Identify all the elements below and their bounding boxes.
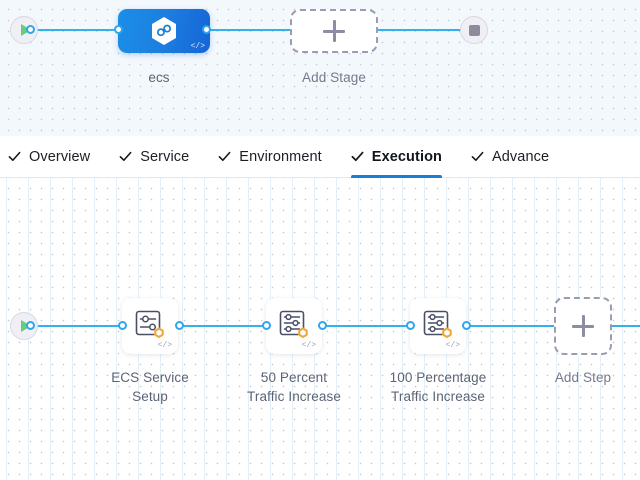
play-icon: [20, 320, 31, 332]
check-icon: [119, 150, 132, 163]
step-2-output-port[interactable]: [318, 321, 327, 330]
stage-ecs-input-port[interactable]: [114, 25, 123, 34]
step-code-glyph: </>: [157, 341, 172, 350]
step-3-label-line2: Traffic Increase: [391, 389, 485, 404]
step-node-100-percentage-traffic-increase[interactable]: </>: [410, 298, 466, 354]
step-2-label-line2: Traffic Increase: [247, 389, 341, 404]
stage-edge-ecs-to-addstage: [206, 29, 302, 31]
add-stage-label: Add Stage: [302, 70, 366, 85]
add-stage-button[interactable]: [290, 9, 378, 53]
tab-overview-label: Overview: [29, 148, 91, 165]
stage-edge-start-to-ecs: [30, 29, 122, 31]
tab-advanced-label: Advance: [492, 148, 550, 165]
step-edge-1-to-2: [179, 325, 264, 327]
tab-environment-label: Environment: [239, 148, 322, 165]
step-3-label-line1: 100 Percentage: [389, 370, 487, 385]
stage-config-tabs: Overview Service Environment Execution: [0, 136, 640, 178]
tab-advanced[interactable]: Advance: [471, 136, 568, 177]
check-icon: [218, 150, 231, 163]
stage-code-glyph: </>: [190, 42, 205, 51]
stage-edge-addstage-to-end: [366, 29, 468, 31]
check-icon: [8, 150, 21, 163]
step-3-label: 100 Percentage Traffic Increase: [373, 368, 503, 406]
tab-active-indicator: [350, 175, 442, 178]
step-code-glyph: </>: [301, 341, 316, 350]
step-3-input-port[interactable]: [406, 321, 415, 330]
step-node-50-percent-traffic-increase[interactable]: </>: [266, 298, 322, 354]
tab-execution[interactable]: Execution: [350, 136, 461, 178]
execution-steps-canvas[interactable]: </> ECS Service Setup: [0, 178, 640, 480]
play-icon: [20, 24, 31, 36]
step-2-input-port[interactable]: [262, 321, 271, 330]
tab-service[interactable]: Service: [119, 136, 208, 177]
plus-icon: [572, 315, 594, 337]
stop-icon: [468, 24, 480, 36]
step-1-label: ECS Service Setup: [85, 368, 215, 406]
tab-overview[interactable]: Overview: [8, 136, 109, 177]
add-step-label: Add Step: [554, 370, 612, 385]
check-icon: [471, 150, 484, 163]
step-node-ecs-service-setup[interactable]: </>: [122, 298, 178, 354]
step-edge-2-to-3: [322, 325, 408, 327]
tab-execution-label: Execution: [371, 148, 442, 165]
stage-canvas[interactable]: </> ecs Add Stage: [0, 0, 640, 136]
step-code-glyph: </>: [445, 341, 460, 350]
step-2-label: 50 Percent Traffic Increase: [229, 368, 359, 406]
step-settings-icon: [277, 308, 311, 342]
step-2-label-line1: 50 Percent: [260, 370, 328, 385]
step-1-label-line2: Setup: [132, 389, 168, 404]
step-start-output-port[interactable]: [26, 321, 35, 330]
step-3-output-port[interactable]: [462, 321, 471, 330]
step-1-label-line1: ECS Service: [111, 370, 189, 385]
pipeline-end-node[interactable]: [460, 16, 488, 44]
step-edge-3-to-addstep: [466, 325, 640, 327]
tab-environment[interactable]: Environment: [218, 136, 341, 177]
plus-icon: [323, 20, 345, 42]
harness-hexagon-icon: [151, 16, 178, 46]
step-1-input-port[interactable]: [118, 321, 127, 330]
stage-ecs-output-port[interactable]: [202, 25, 211, 34]
check-icon: [351, 150, 364, 163]
step-1-output-port[interactable]: [175, 321, 184, 330]
tab-service-label: Service: [140, 148, 190, 165]
step-settings-icon: [133, 308, 167, 342]
step-settings-icon: [421, 308, 455, 342]
stage-start-output-port[interactable]: [26, 25, 35, 34]
step-edge-start-to-1: [30, 325, 123, 327]
add-step-button[interactable]: [554, 297, 612, 355]
stage-node-ecs[interactable]: </>: [118, 9, 210, 53]
stage-node-label: ecs: [148, 70, 170, 85]
